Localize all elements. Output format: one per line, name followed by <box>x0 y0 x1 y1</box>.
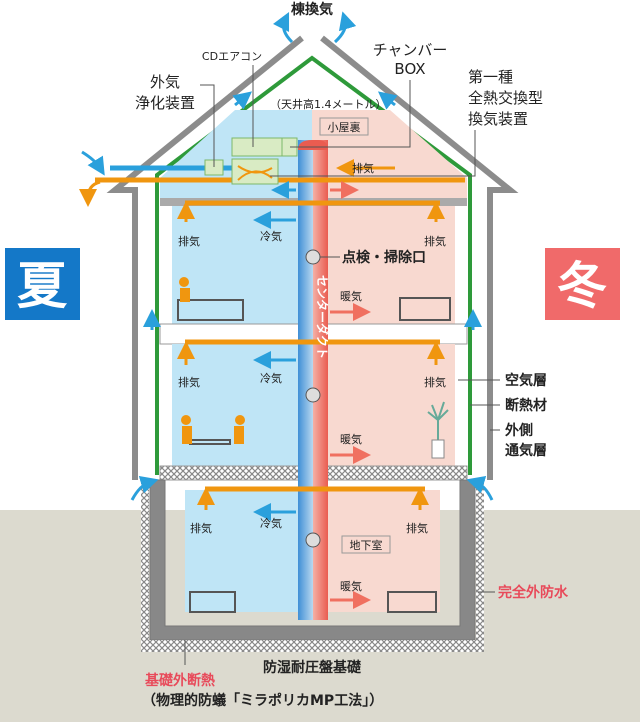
plant-icon <box>427 401 449 440</box>
room-mid-left <box>172 344 312 466</box>
heat-exchanger <box>231 158 279 185</box>
air-arrows <box>130 11 494 609</box>
exhaust-label: 排気 <box>406 521 428 535</box>
insulation-line <box>155 55 472 475</box>
warm-air-label: 暖気 <box>340 289 362 303</box>
warm-air-label: 暖気 <box>340 432 362 446</box>
warm-air-label: 暖気 <box>340 579 362 593</box>
cool-air-label: 冷気 <box>260 516 282 530</box>
outside-air-label-2: 浄化装置 <box>135 94 195 112</box>
cd-aircon-unit <box>231 137 283 157</box>
outer-shell <box>106 35 519 480</box>
cd-aircon-label: CDエアコン <box>202 50 262 63</box>
foundation-label: 防湿耐圧盤基礎 <box>263 659 362 676</box>
summer-badge <box>5 248 80 320</box>
waterproof-label: 完全外防水 <box>498 584 569 601</box>
termite-method-label: （物理的防蟻「ミラポリカMP工法」） <box>142 692 383 709</box>
room-mid-right <box>312 344 455 466</box>
person-icons <box>179 277 245 444</box>
ventilation-label-2: 全熱交換型 <box>468 89 543 107</box>
room-top-right <box>312 206 455 324</box>
inspection-port-label: 点検・掃除口 <box>342 249 426 266</box>
ventilation-label-1: 第一種 <box>468 68 513 86</box>
attic-label: 小屋裏 <box>328 120 361 134</box>
summer-label: 夏 <box>17 257 68 315</box>
winter-badge <box>545 248 620 320</box>
foundation-insulation-label: 基礎外断熱 <box>145 672 215 689</box>
ventilation-label-3: 換気装置 <box>468 110 528 128</box>
chamber-label-2: BOX <box>394 60 425 78</box>
center-duct-label: センターダクト <box>315 275 330 359</box>
exhaust-label: 排気 <box>178 375 200 389</box>
winter-label: 冬 <box>557 257 607 315</box>
outer-vent-layer-label-1: 外側 <box>505 422 533 439</box>
chamber-label-1: チャンバー <box>373 41 448 59</box>
exhaust-label: 排気 <box>190 521 212 535</box>
outside-air-label-1: 外気 <box>150 73 180 91</box>
air-layer-label: 空気層 <box>505 372 547 389</box>
exhaust-label: 排気 <box>424 234 446 248</box>
ridge-vent-label: 棟換気 <box>291 1 333 18</box>
room-basement-left <box>185 490 312 612</box>
exhaust-label: 排気 <box>178 234 200 248</box>
ceiling-height-label: （天井高1.4メートル） <box>270 97 387 111</box>
inspection-port-icon <box>305 249 321 548</box>
exhaust-label: 排気 <box>352 161 374 175</box>
outer-vent-layer-label-2: 通気層 <box>505 442 547 459</box>
exhaust-label: 排気 <box>424 375 446 389</box>
cool-air-label: 冷気 <box>260 371 282 385</box>
insulation-label: 断熱材 <box>505 397 547 414</box>
cool-air-label: 冷気 <box>260 229 282 243</box>
exhaust-ducts <box>95 177 465 492</box>
basement-label: 地下室 <box>350 538 383 552</box>
center-duct <box>298 140 328 620</box>
